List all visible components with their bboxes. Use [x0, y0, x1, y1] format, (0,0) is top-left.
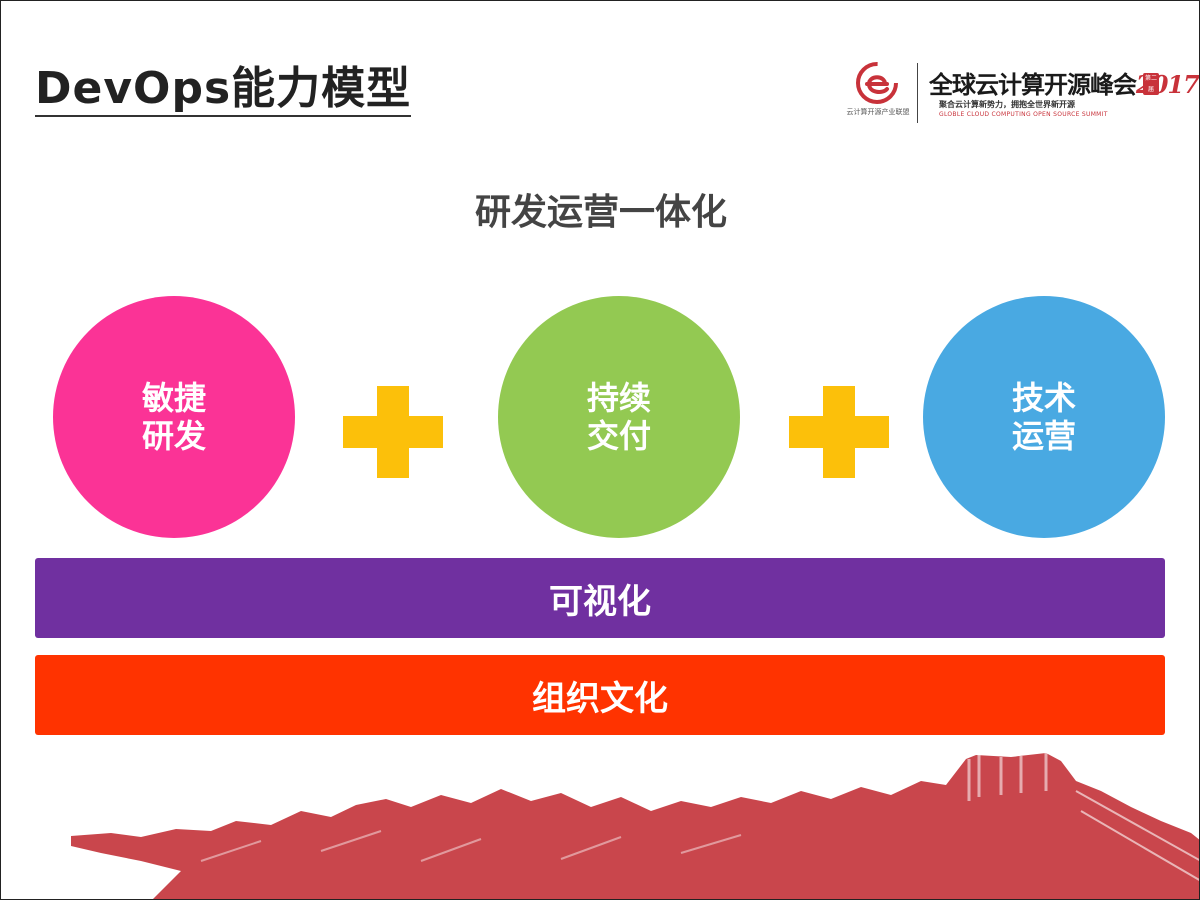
summit-english: GLOBLE CLOUD COMPUTING OPEN SOURCE SUMMI…: [939, 111, 1108, 118]
circle-line1: 技术: [1011, 378, 1076, 417]
circle-line2: 运营: [1011, 417, 1076, 455]
summit-title-text: 全球云计算开源峰会: [929, 70, 1137, 99]
alliance-logo: 云计算开源产业联盟: [843, 59, 913, 123]
summit-subtitle: 聚合云计算新势力，拥抱全世界新开源: [939, 100, 1075, 109]
circle-agile-dev: 敏捷 研发: [53, 296, 295, 538]
plus-icon: [789, 386, 889, 478]
summit-badge: 第二届: [1143, 73, 1159, 95]
alliance-name: 云计算开源产业联盟: [846, 108, 910, 116]
circle-line2: 研发: [141, 417, 206, 455]
great-wall-decoration: [71, 753, 1199, 899]
circle-tech-ops: 技术 运营: [923, 296, 1165, 538]
logo-divider: [917, 63, 918, 123]
page-title: DevOps能力模型: [35, 64, 412, 118]
bar-visualization: 可视化: [35, 558, 1165, 638]
summit-logo: 云计算开源产业联盟 全球云计算开源峰会2017 第二届 聚合云计算新势力，拥抱全…: [843, 59, 1199, 127]
circle-line2: 交付: [586, 417, 651, 455]
bar-org-culture: 组织文化: [35, 655, 1165, 735]
circle-continuous-delivery: 持续 交付: [498, 296, 740, 538]
circle-line1: 持续: [586, 378, 651, 417]
circle-line1: 敏捷: [141, 378, 206, 417]
plus-icon: [343, 386, 443, 478]
alliance-logo-icon: [856, 62, 898, 104]
section-heading: 研发运营一体化: [474, 192, 727, 233]
